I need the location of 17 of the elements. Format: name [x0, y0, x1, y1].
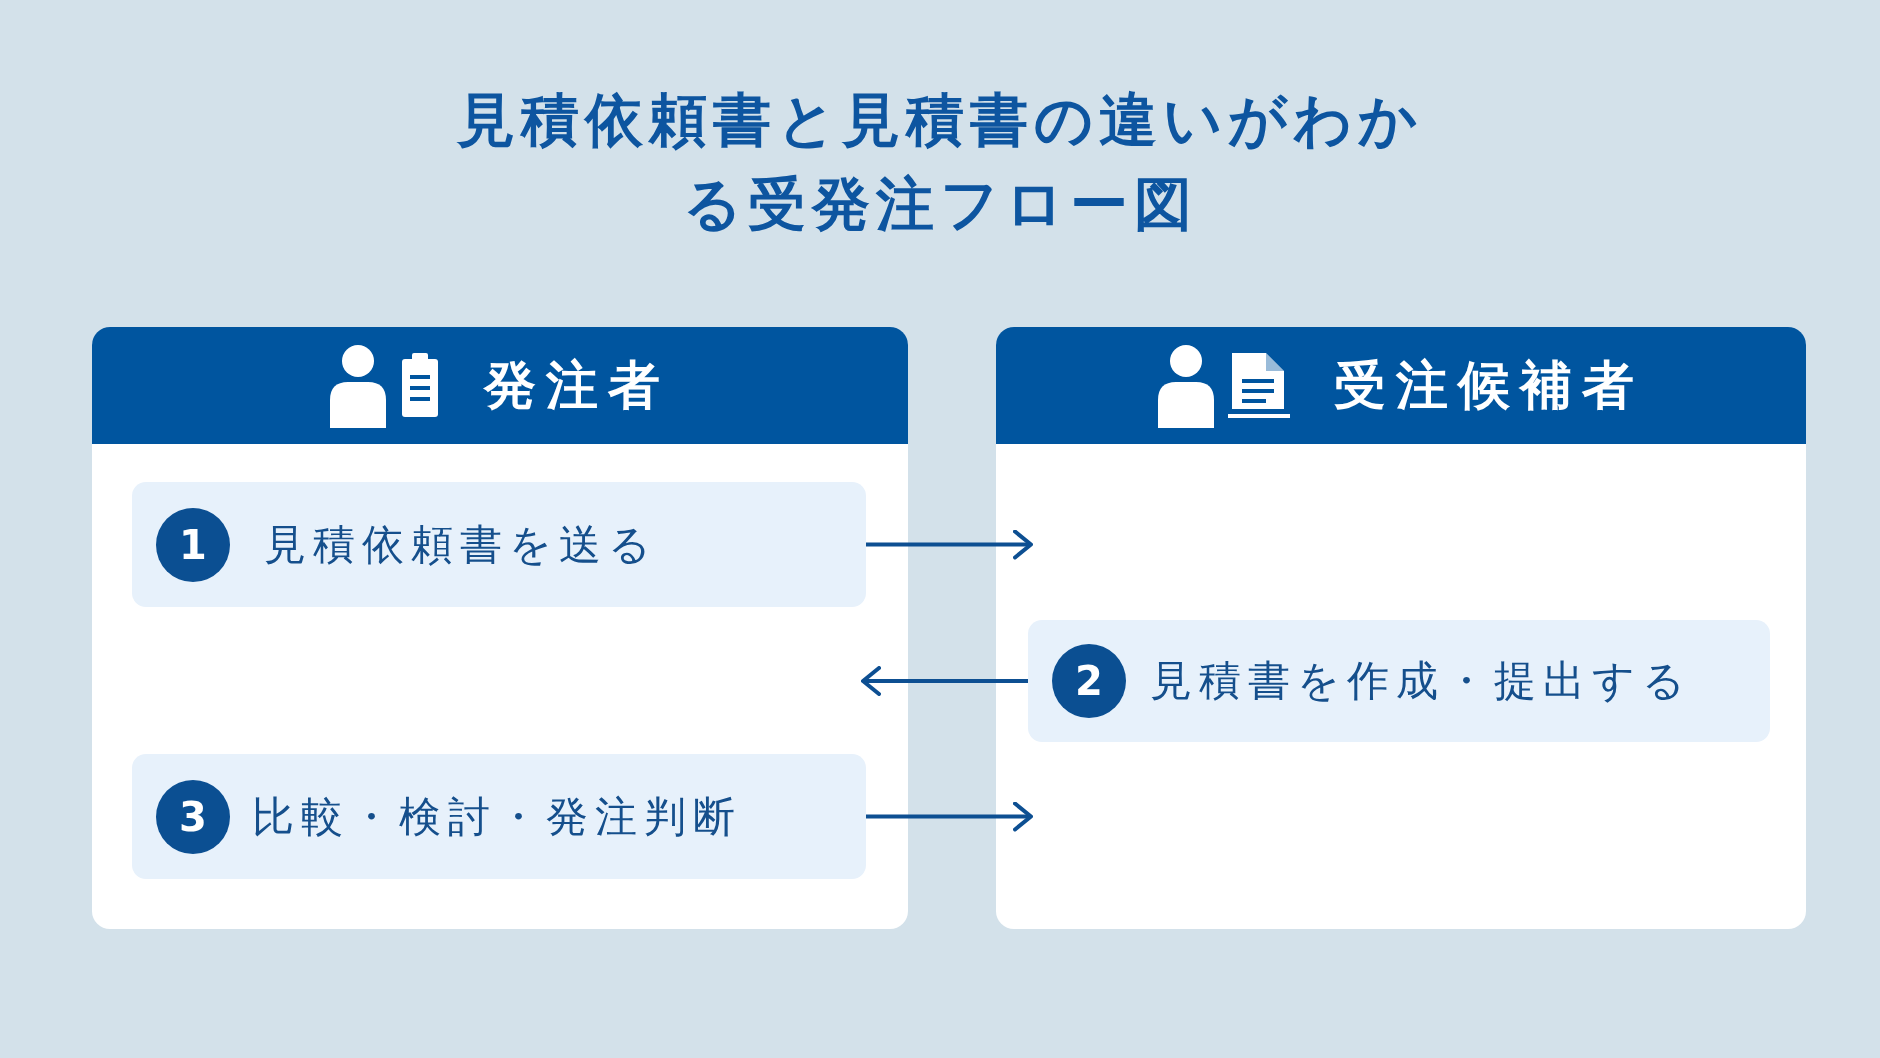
- role-panel: [996, 327, 1806, 929]
- role-panel: [92, 327, 908, 929]
- role-title: 発注者: [484, 353, 670, 417]
- arrow: [866, 529, 1033, 560]
- step-number: 3: [156, 779, 230, 854]
- step-number: 2: [1052, 644, 1126, 718]
- diagram-title: 見積依頼書と見積書の違いがわかる受発注フロー図: [456, 85, 1424, 240]
- step-text: 見積依頼書を送る: [264, 518, 658, 571]
- arrow: [866, 801, 1033, 832]
- step-box: [132, 754, 866, 879]
- step-text: 比較・検討・発注判断: [252, 790, 742, 843]
- step-text: 見積書を作成・提出する: [1150, 655, 1692, 707]
- role-title: 受注候補者: [1334, 353, 1644, 417]
- step-box: [1028, 620, 1770, 742]
- step-number: 1: [156, 507, 230, 582]
- step-box: [132, 482, 866, 607]
- arrow: [861, 666, 1028, 696]
